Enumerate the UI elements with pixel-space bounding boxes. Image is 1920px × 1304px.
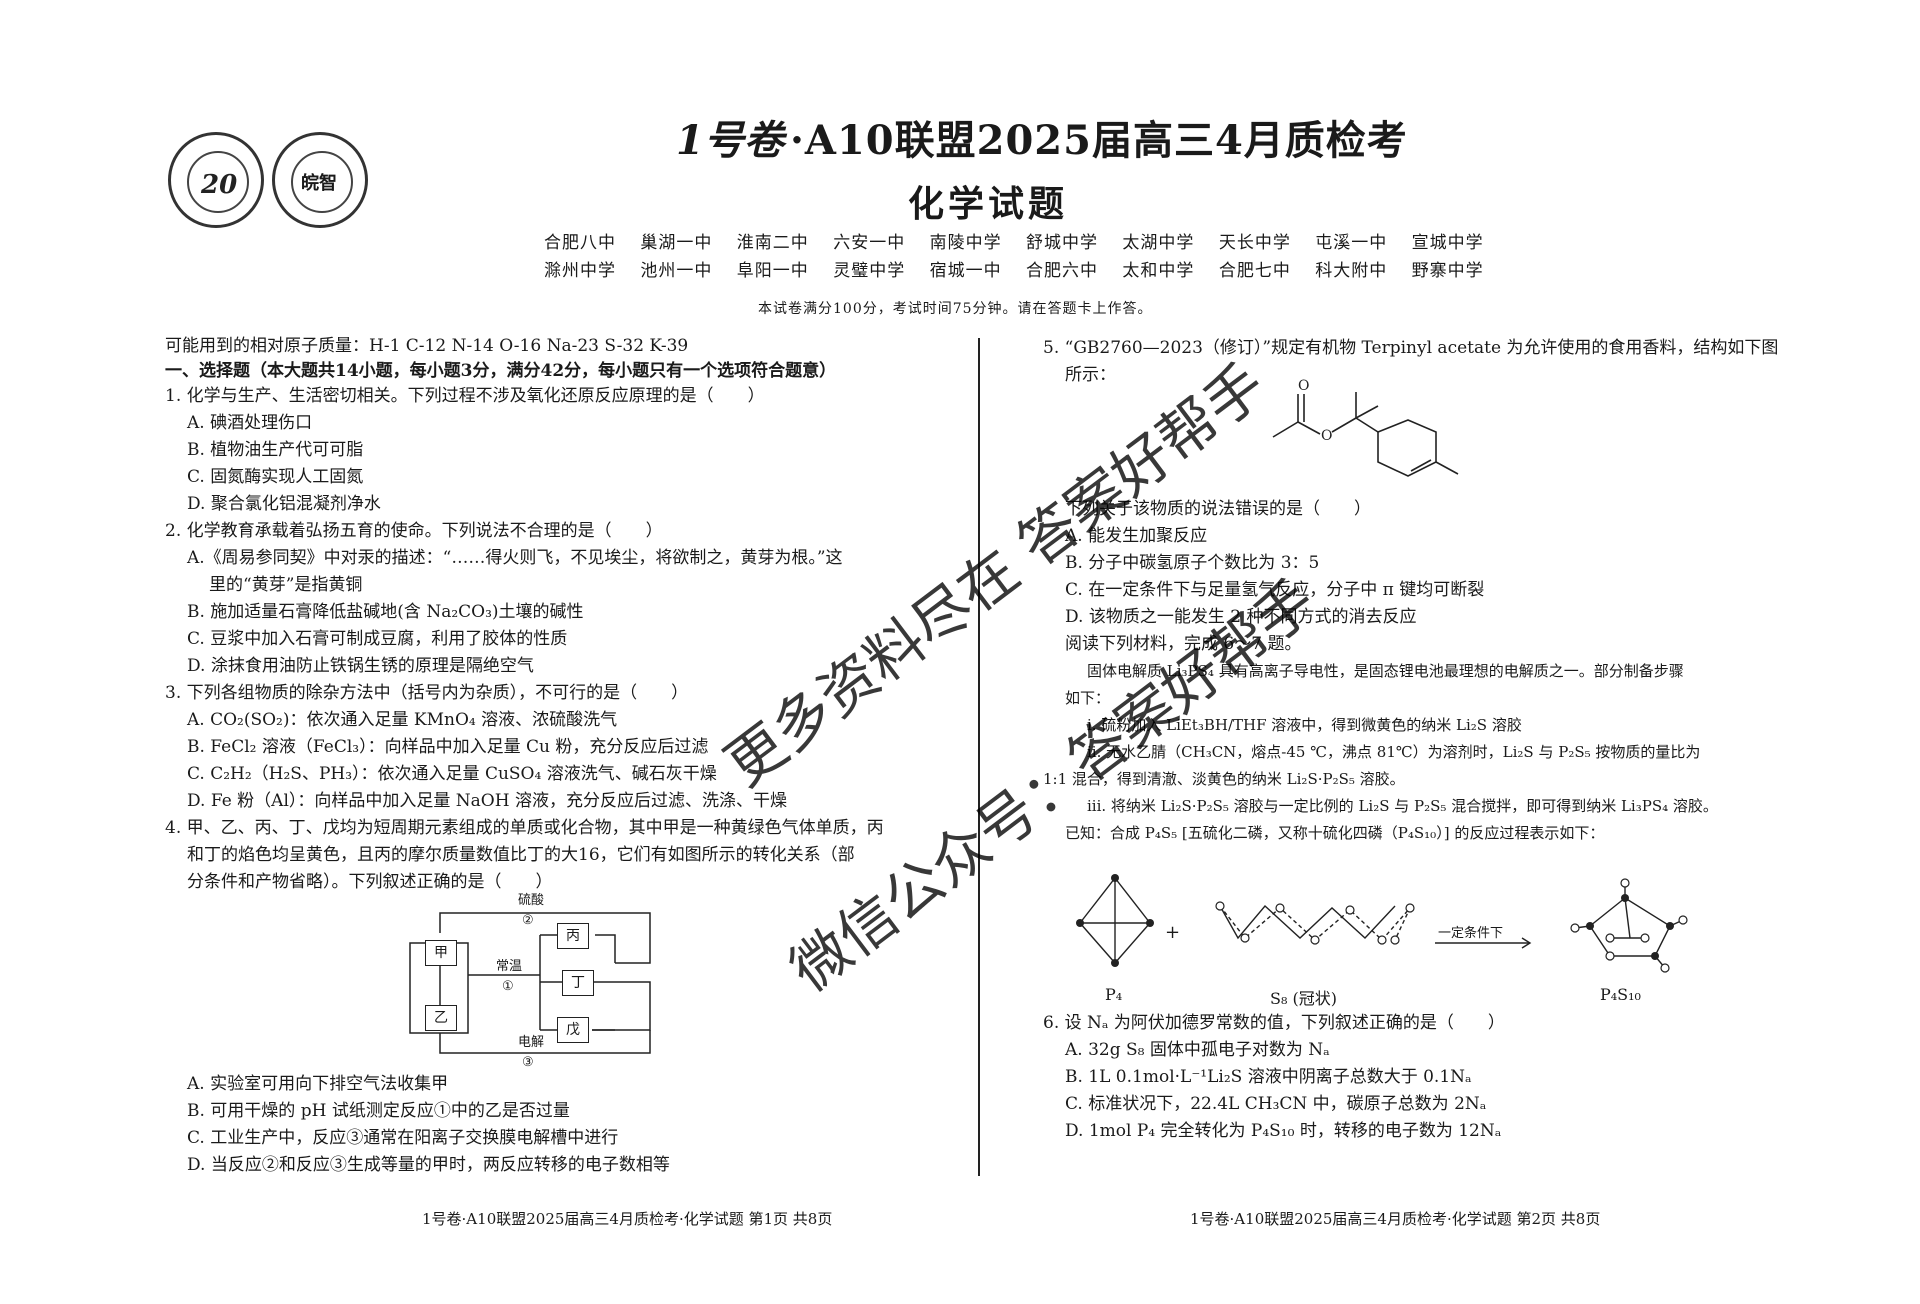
node-bing: 丙 xyxy=(557,923,589,949)
schools-row-1: 合肥八中 巢湖一中 淮南二中 六安一中 南陵中学 舒城中学 太湖中学 天长中学 … xyxy=(544,233,1484,253)
svg-text:20: 20 xyxy=(200,170,237,200)
column-divider xyxy=(978,338,980,1176)
q1-option-a: A. 碘酒处理伤口 xyxy=(187,413,313,433)
q5-stem-2: 所示： xyxy=(1065,365,1116,385)
q3-option-c: C. C₂H₂（H₂S、PH₃）：依次通入足量 CuSO₄ 溶液洗气、碱石灰干燥 xyxy=(187,764,717,784)
q4-stem-3: 分条件和产物省略）。下列叙述正确的是（ ） xyxy=(187,872,553,892)
exam-subject: 化学试题 xyxy=(908,183,1069,225)
q1-option-c: C. 固氮酶实现人工固氮 xyxy=(187,467,364,487)
q2-option-d: D. 涂抹食用油防止铁锅生锈的原理是隔绝空气 xyxy=(187,656,534,676)
label-s8: S₈ (冠状) xyxy=(1270,989,1337,1008)
atomic-masses: 可能用到的相对原子质量：H-1 C-12 N-14 O-16 Na-23 S-3… xyxy=(165,336,689,356)
q2-option-b: B. 施加适量石膏降低盐碱地(含 Na₂CO₃)土壤的碱性 xyxy=(187,602,584,622)
footer-page-2: 1号卷·A10联盟2025届高三4月质检考·化学试题 第2页 共8页 xyxy=(1190,1210,1601,1228)
q1-option-d: D. 聚合氯化铝混凝剂净水 xyxy=(187,494,381,514)
brand-mark: 1号卷 xyxy=(676,117,784,164)
label-sulfuric: 硫酸 xyxy=(518,893,545,908)
material-step-3: iii. 将纳米 Li₂S·P₂S₅ 溶胶与一定比例的 Li₂S 与 P₂S₅ … xyxy=(1087,797,1718,815)
terpinyl-acetate-structure: O O xyxy=(1272,378,1459,477)
q3-option-d: D. Fe 粉（Al）：向样品中加入足量 NaOH 溶液，充分反应后过滤、洗涤、… xyxy=(187,791,787,811)
material-p1: 固体电解质 Li₃PS₄ 具有高离子导电性，是固态锂电池最理想的电解质之一。部分… xyxy=(1087,662,1684,680)
exam-title: ·A10联盟2025届高三4月质检考 xyxy=(790,117,1408,164)
q5-option-a: A. 能发生加聚反应 xyxy=(1065,526,1208,546)
node-yi: 乙 xyxy=(425,1005,457,1031)
exam-note: 本试卷满分100分，考试时间75分钟。请在答题卡上作答。 xyxy=(758,301,1153,317)
material-intro: 阅读下列材料，完成 6～7 题。 xyxy=(1065,634,1302,654)
q5-option-d: D. 该物质之一能发生 2 种不同方式的消去反应 xyxy=(1065,607,1417,627)
q4-diagram: 甲 乙 丙 丁 戊 硫酸 ② 常温 ① 电解 ③ xyxy=(400,893,670,1070)
label-p4: P₄ xyxy=(1105,985,1123,1004)
q4-stem-2: 和丁的焰色均呈黄色，且丙的摩尔质量数值比丁的大16，它们有如图所示的转化关系（部 xyxy=(187,845,855,865)
alliance-logo: 20 xyxy=(168,132,264,228)
q2-stem: 2. 化学教育承载着弘扬五育的使命。下列说法不合理的是（ ） xyxy=(165,521,663,541)
node-jia: 甲 xyxy=(425,940,457,966)
material-known: 已知：合成 P₄S₅ [五硫化二磷，又称十硫化四磷（P₄S₁₀）] 的反应过程表… xyxy=(1065,824,1605,842)
reaction-scheme xyxy=(1076,874,1688,973)
q6-option-b: B. 1L 0.1mol·L⁻¹Li₂S 溶液中阴离子总数大于 0.1Nₐ xyxy=(1065,1067,1472,1087)
q2-option-a-cont: 里的“黄芽”是指黄铜 xyxy=(209,575,363,595)
q5-block: 5. “GB2760—2023（修订）”规定有机物 Terpinyl aceta… xyxy=(1043,335,1893,389)
schools-row-2: 滁州中学 池州一中 阜阳一中 灵璧中学 宿城一中 合肥六中 太和中学 合肥七中 … xyxy=(544,261,1484,281)
footer-page-1: 1号卷·A10联盟2025届高三4月质检考·化学试题 第1页 共8页 xyxy=(422,1210,833,1228)
wanzhi-logo: 皖智 xyxy=(272,132,368,228)
q3-option-a: A. CO₂(SO₂)：依次通入足量 KMnO₄ 溶液、浓硫酸洗气 xyxy=(187,710,618,730)
label-num-2: ② xyxy=(522,913,534,928)
label-p4s10: P₄S₁₀ xyxy=(1600,985,1641,1004)
q3-option-b: B. FeCl₂ 溶液（FeCl₃）：向样品中加入足量 Cu 粉，充分反应后过滤 xyxy=(187,737,709,757)
q6-option-a: A. 32g S₈ 固体中孤电子对数为 Nₐ xyxy=(1065,1040,1330,1060)
svg-text:O: O xyxy=(1298,378,1309,394)
q2-option-c: C. 豆浆中加入石膏可制成豆腐，利用了胶体的性质 xyxy=(187,629,568,649)
q4-option-c: C. 工业生产中，反应③通常在阳离子交换膜电解槽中进行 xyxy=(187,1128,619,1148)
label-electrolysis: 电解 xyxy=(518,1035,545,1050)
q6-option-c: C. 标准状况下，22.4L CH₃CN 中，碳原子总数为 2Nₐ xyxy=(1065,1094,1487,1114)
q4-options: A. 实验室可用向下排空气法收集甲 B. 可用干燥的 pH 试纸测定反应①中的乙… xyxy=(165,1071,965,1179)
q5-option-b: B. 分子中碳氢原子个数比为 3：5 xyxy=(1065,553,1320,573)
node-wu: 戊 xyxy=(557,1017,589,1043)
q6-option-d: D. 1mol P₄ 完全转化为 P₄S₁₀ 时，转移的电子数为 12Nₐ xyxy=(1065,1121,1502,1141)
q4-diagram-lines xyxy=(409,912,651,1054)
q5-stem-1: 5. “GB2760—2023（修订）”规定有机物 Terpinyl aceta… xyxy=(1043,338,1779,358)
q4-option-d: D. 当反应②和反应③生成等量的甲时，两反应转移的电子数相等 xyxy=(187,1155,670,1175)
material-step-1: i. 硫粉加入 LiEt₃BH/THF 溶液中，得到微黄色的纳米 Li₂S 溶胶 xyxy=(1087,716,1522,734)
label-num-1: ① xyxy=(502,979,514,994)
svg-text:O: O xyxy=(1321,428,1332,444)
q5-options-block: 下列关于该物质的说法错误的是（ ） A. 能发生加聚反应 B. 分子中碳氢原子个… xyxy=(1043,496,1893,847)
q4-stem-1: 4. 甲、乙、丙、丁、戊均为短周期元素组成的单质或化合物，其中甲是一种黄绿色气体… xyxy=(165,818,884,838)
material-p1b: 如下： xyxy=(1065,689,1111,707)
section-heading: 一、选择题（本大题共14小题，每小题3分，满分42分，每小题只有一个选项符合题意… xyxy=(165,361,837,381)
reaction-condition: 一定条件下 xyxy=(1438,926,1504,941)
q3-stem: 3. 下列各组物质的除杂方法中（括号内为杂质），不可行的是（ ） xyxy=(165,683,689,703)
q4-option-b: B. 可用干燥的 pH 试纸测定反应①中的乙是否过量 xyxy=(187,1101,570,1121)
wanzhi-logo-center: 皖智 xyxy=(301,173,337,194)
node-ding: 丁 xyxy=(562,970,594,996)
q5-ask: 下列关于该物质的说法错误的是（ ） xyxy=(1065,499,1371,519)
q1-option-b: B. 植物油生产代可可脂 xyxy=(187,440,364,460)
q2-option-a: A.《周易参同契》中对汞的描述：“……得火则飞，不见埃尘，将欲制之，黄芽为根。”… xyxy=(187,548,843,568)
label-room-temp: 常温 xyxy=(496,959,523,974)
material-step-2b: 1:1 混合，得到清澈、淡黄色的纳米 Li₂S·P₂S₅ 溶胶。 xyxy=(1043,770,1405,788)
q6-block: 6. 设 Nₐ 为阿伏加德罗常数的值，下列叙述正确的是（ ） A. 32g S₈… xyxy=(1043,1010,1893,1145)
q6-stem: 6. 设 Nₐ 为阿伏加德罗常数的值，下列叙述正确的是（ ） xyxy=(1043,1013,1505,1033)
q5-option-c: C. 在一定条件下与足量氢气反应，分子中 π 键均可断裂 xyxy=(1065,580,1485,600)
left-column: 可能用到的相对原子质量：H-1 C-12 N-14 O-16 Na-23 S-3… xyxy=(165,333,965,896)
material-step-2: ii. 无水乙腈（CH₃CN，熔点-45 ℃，沸点 81℃）为溶剂时，Li₂S … xyxy=(1087,743,1701,761)
q1-stem: 1. 化学与生产、生活密切相关。下列过程不涉及氧化还原反应原理的是（ ） xyxy=(165,386,765,406)
reaction-plus: + xyxy=(1165,922,1181,943)
label-num-3: ③ xyxy=(522,1055,534,1070)
q4-option-a: A. 实验室可用向下排空气法收集甲 xyxy=(187,1074,449,1094)
